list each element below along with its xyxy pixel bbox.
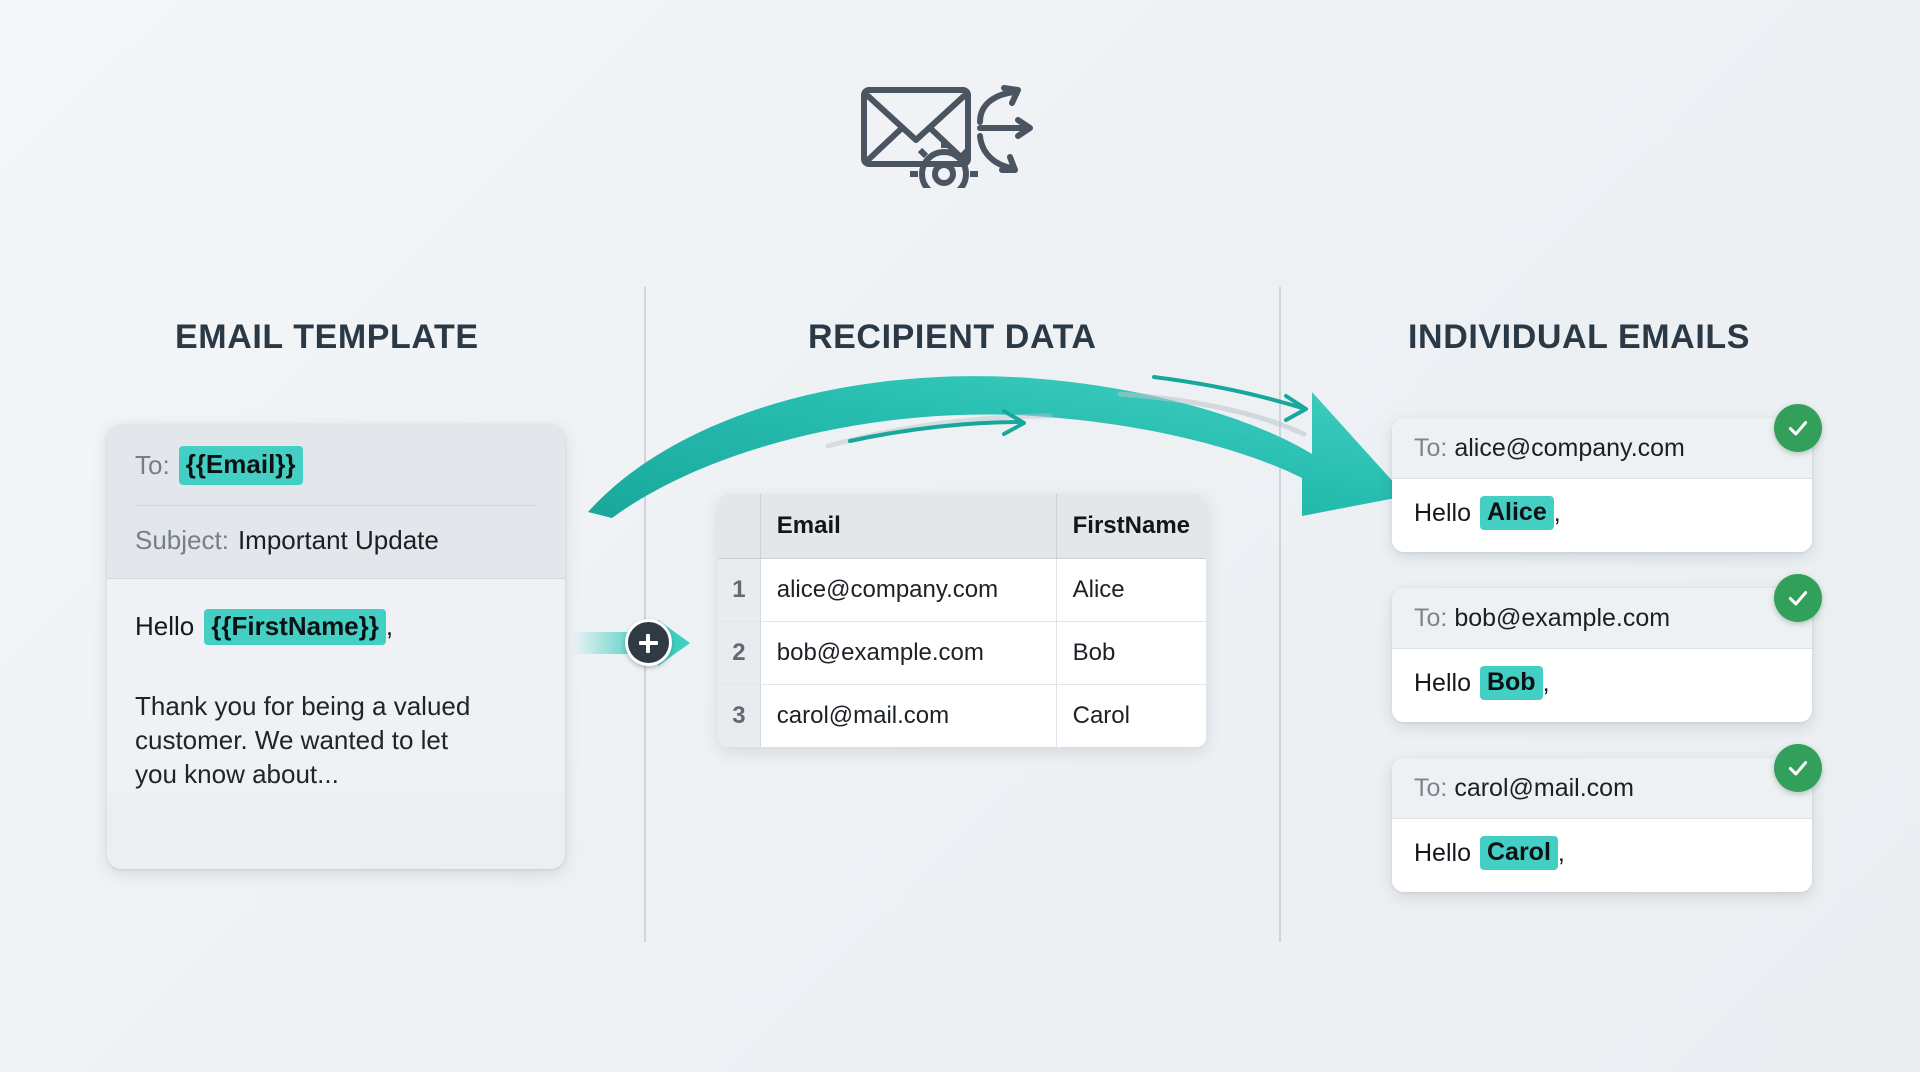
template-subject-row: Subject: Important Update	[135, 524, 537, 558]
template-greeting-suffix: ,	[385, 611, 394, 642]
envelope-gear-distribute-icon	[858, 78, 1058, 208]
email-greeting-suffix: ,	[1553, 498, 1561, 527]
email-greeting-name: Carol	[1479, 836, 1558, 870]
row-index: 1	[718, 558, 761, 622]
individual-email-card[interactable]: To: carol@mail.com Hello Carol ,	[1392, 758, 1812, 892]
email-greeting-name: Bob	[1479, 666, 1543, 700]
template-greeting-prefix: Hello	[135, 611, 195, 642]
check-circle-icon	[1774, 574, 1822, 622]
email-card-body: Hello Carol ,	[1392, 819, 1812, 892]
email-greeting-suffix: ,	[1542, 668, 1550, 697]
column-title-email-template: EMAIL TEMPLATE	[175, 318, 479, 356]
email-to-label: To:	[1414, 434, 1448, 462]
template-greeting-token: {{FirstName}}	[204, 608, 386, 645]
table-header-firstname: FirstName	[1056, 494, 1206, 559]
row-index: 2	[718, 621, 761, 685]
email-greeting-prefix: Hello	[1414, 498, 1471, 527]
row-email: bob@example.com	[760, 621, 1057, 685]
template-body-text: Thank you for being a valued customer. W…	[135, 690, 471, 790]
email-to-value: alice@company.com	[1454, 434, 1685, 462]
template-subject-value: Important Update	[237, 524, 439, 555]
template-to-label: To:	[135, 449, 170, 480]
plus-icon	[625, 619, 672, 666]
table-row[interactable]: 3 carol@mail.com Carol	[718, 684, 1206, 747]
column-divider-left	[644, 287, 646, 942]
template-to-row: To: {{Email}}	[135, 446, 537, 485]
table-header-email: Email	[760, 494, 1057, 559]
recipient-data-table[interactable]: Email FirstName 1 alice@company.com Alic…	[718, 494, 1206, 747]
table-header-index	[718, 494, 761, 559]
column-title-recipient-data: RECIPIENT DATA	[808, 318, 1097, 356]
row-firstname: Alice	[1056, 558, 1206, 622]
template-subject-label: Subject:	[135, 524, 229, 555]
individual-email-card[interactable]: To: alice@company.com Hello Alice ,	[1392, 418, 1812, 552]
template-greeting: Hello {{FirstName}} ,	[135, 608, 537, 645]
email-greeting-name: Alice	[1479, 496, 1554, 530]
email-to-value: carol@mail.com	[1454, 774, 1634, 802]
email-to-label: To:	[1414, 774, 1448, 802]
email-greeting-suffix: ,	[1557, 838, 1565, 867]
template-header: To: {{Email}} Subject: Important Update	[107, 424, 565, 579]
email-greeting-prefix: Hello	[1414, 668, 1471, 697]
email-card-header: To: carol@mail.com	[1392, 758, 1812, 819]
check-circle-icon	[1774, 744, 1822, 792]
row-firstname: Bob	[1056, 621, 1206, 685]
email-to-label: To:	[1414, 604, 1448, 632]
email-card-header: To: alice@company.com	[1392, 418, 1812, 479]
email-greeting-prefix: Hello	[1414, 838, 1471, 867]
row-index: 3	[718, 684, 761, 747]
email-card-header: To: bob@example.com	[1392, 588, 1812, 649]
email-card-body: Hello Alice ,	[1392, 479, 1812, 552]
email-card-body: Hello Bob ,	[1392, 649, 1812, 722]
template-divider	[137, 504, 535, 506]
template-body: Hello {{FirstName}} , Thank you for bein…	[107, 578, 565, 792]
row-firstname: Carol	[1056, 684, 1206, 747]
email-template-card[interactable]: To: {{Email}} Subject: Important Update …	[107, 424, 565, 869]
table-row[interactable]: 2 bob@example.com Bob	[718, 621, 1206, 685]
row-email: alice@company.com	[760, 558, 1057, 622]
template-to-token: {{Email}}	[178, 446, 303, 485]
email-to-value: bob@example.com	[1454, 604, 1671, 632]
row-email: carol@mail.com	[760, 684, 1057, 747]
column-title-individual-emails: INDIVIDUAL EMAILS	[1408, 318, 1751, 356]
column-divider-right	[1279, 287, 1281, 942]
table-row[interactable]: 1 alice@company.com Alice	[718, 558, 1206, 622]
table-header-row: Email FirstName	[718, 494, 1206, 559]
individual-email-card[interactable]: To: bob@example.com Hello Bob ,	[1392, 588, 1812, 722]
check-circle-icon	[1774, 404, 1822, 452]
